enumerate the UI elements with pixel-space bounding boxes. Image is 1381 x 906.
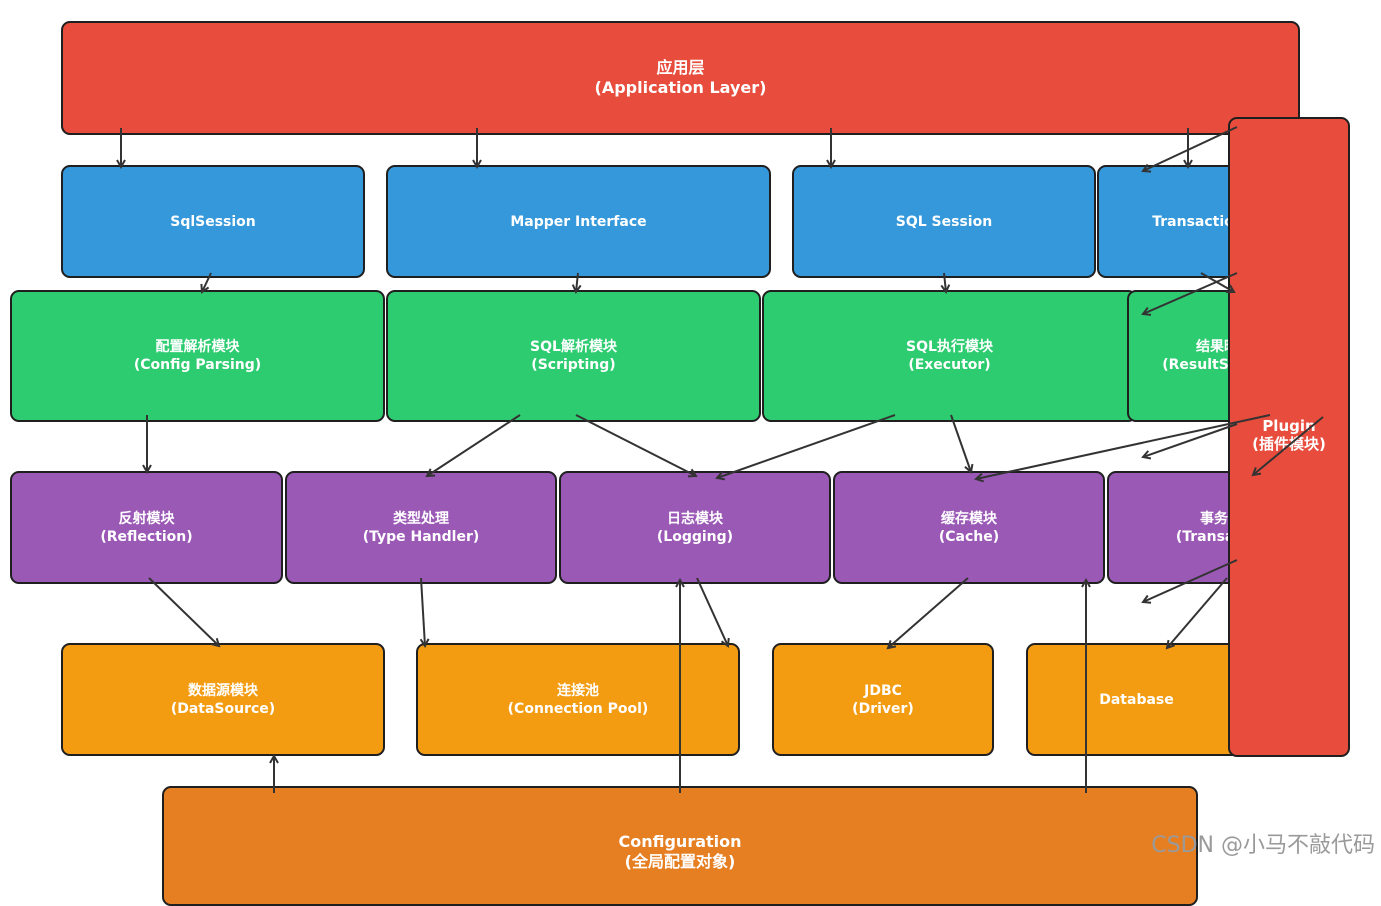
- application-layer-title: 应用层: [656, 58, 705, 77]
- reflection-title: 反射模块: [118, 510, 175, 527]
- cache-box: 缓存模块 (Cache): [833, 471, 1105, 584]
- config-parsing-box: 配置解析模块 (Config Parsing): [10, 290, 385, 422]
- type-handler-box: 类型处理 (Type Handler): [285, 471, 557, 584]
- datasource-box: 数据源模块 (DataSource): [61, 643, 385, 756]
- transaction-interface-label: Transaction: [1152, 213, 1244, 230]
- sql-session-label: SQL Session: [895, 213, 993, 230]
- logging-subtitle: (Logging): [656, 528, 734, 545]
- configuration-box: Configuration (全局配置对象): [162, 786, 1198, 906]
- arrow-plugin-transaction-mgmt: [1143, 423, 1238, 457]
- sql-execution-box: SQL执行模块 (Executor): [762, 290, 1137, 422]
- arrow-txmgmt-database: [1167, 577, 1228, 648]
- application-layer-subtitle: (Application Layer): [594, 78, 767, 97]
- arrow-exec-cache: [950, 414, 971, 472]
- arrow-sqlparse-logging: [575, 414, 696, 476]
- arrow-sqlparse-typehandler: [427, 414, 521, 476]
- watermark: CSDN @小马不敲代码: [1151, 833, 1375, 858]
- configuration-title: Configuration: [618, 832, 742, 851]
- plugin-title: Plugin: [1262, 417, 1316, 435]
- arrow-exec-logging: [717, 414, 896, 478]
- logging-title: 日志模块: [667, 510, 723, 527]
- arrow-reflection-datasource: [148, 577, 219, 646]
- datasource-subtitle: (DataSource): [170, 700, 276, 717]
- jdbc-title: JDBC: [864, 682, 902, 699]
- arrow-typehandler-pool: [421, 577, 425, 646]
- jdbc-subtitle: (Driver): [852, 700, 914, 717]
- application-layer-box: 应用层 (Application Layer): [61, 21, 1300, 135]
- plugin-subtitle: (插件模块): [1252, 435, 1326, 453]
- mapper-interface-box: Mapper Interface: [386, 165, 771, 278]
- arrow-plugin-cache: [976, 414, 1271, 479]
- type-handler-title: 类型处理: [393, 510, 449, 527]
- jdbc-box: JDBC (Driver): [772, 643, 994, 756]
- sqlsession-label: SqlSession: [170, 213, 256, 230]
- reflection-box: 反射模块 (Reflection): [10, 471, 283, 584]
- config-parsing-title: 配置解析模块: [155, 339, 240, 355]
- cache-subtitle: (Cache): [938, 528, 1000, 545]
- arrow-logging-pool: [696, 577, 728, 646]
- sql-execution-title: SQL执行模块: [906, 339, 993, 355]
- logging-box: 日志模块 (Logging): [559, 471, 831, 584]
- sql-parsing-box: SQL解析模块 (Scripting): [386, 290, 761, 422]
- datasource-title: 数据源模块: [188, 682, 258, 699]
- connection-pool-subtitle: (Connection Pool): [507, 700, 649, 717]
- sql-execution-subtitle: (Executor): [908, 357, 991, 373]
- connection-pool-title: 连接池: [557, 682, 599, 699]
- sqlsession-box: SqlSession: [61, 165, 365, 278]
- type-handler-subtitle: (Type Handler): [362, 528, 480, 545]
- config-parsing-subtitle: (Config Parsing): [133, 357, 262, 373]
- sql-parsing-subtitle: (Scripting): [531, 357, 616, 373]
- configuration-subtitle: (全局配置对象): [624, 852, 736, 871]
- connection-pool-box: 连接池 (Connection Pool): [416, 643, 740, 756]
- plugin-box: Plugin (插件模块): [1228, 117, 1350, 757]
- sql-session-box: SQL Session: [792, 165, 1096, 278]
- cache-title: 缓存模块: [941, 510, 997, 527]
- mapper-interface-label: Mapper Interface: [510, 213, 647, 230]
- sql-parsing-title: SQL解析模块: [530, 339, 617, 355]
- database-title: Database: [1099, 691, 1174, 708]
- reflection-subtitle: (Reflection): [100, 528, 193, 545]
- arrow-cache-jdbc: [888, 577, 969, 648]
